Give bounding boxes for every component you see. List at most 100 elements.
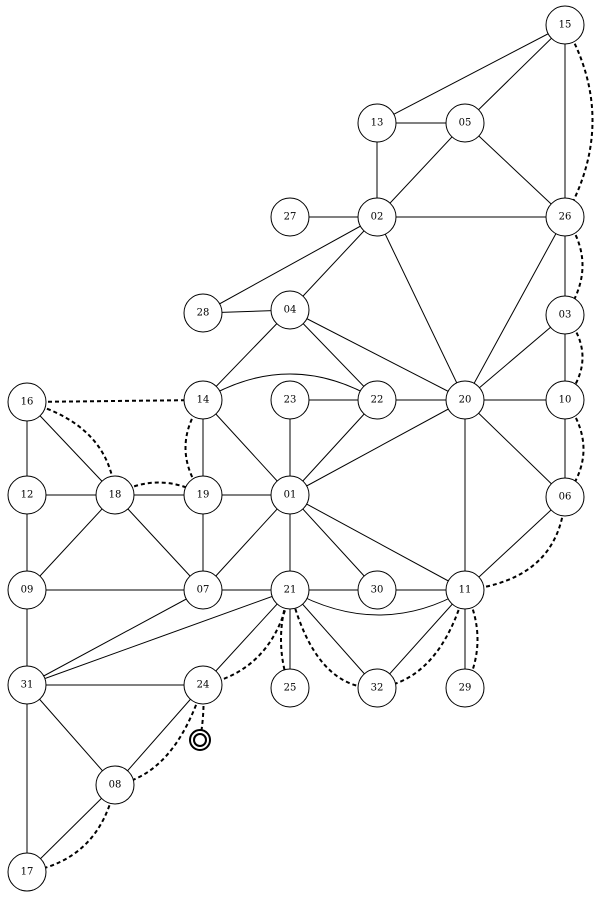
node-circle bbox=[357, 103, 397, 143]
node-29: 29 bbox=[445, 668, 485, 708]
dashed-path-layer bbox=[26, 24, 594, 873]
edge-02-28 bbox=[202, 216, 378, 314]
node-label: 32 bbox=[371, 683, 384, 694]
edge-01-11 bbox=[289, 494, 466, 591]
dashed-path-19-14 bbox=[184, 399, 204, 496]
edge-04-22 bbox=[289, 309, 378, 401]
node-circle bbox=[183, 570, 223, 610]
node-circle bbox=[357, 570, 397, 610]
node-28: 28 bbox=[183, 293, 223, 333]
node-circle bbox=[545, 477, 585, 517]
edge-21-31 bbox=[26, 589, 291, 686]
node-circle bbox=[7, 852, 47, 892]
edge-01-30 bbox=[289, 494, 378, 591]
start-marker-icon bbox=[189, 729, 211, 751]
node-25: 25 bbox=[270, 668, 310, 708]
node-circle bbox=[357, 380, 397, 420]
edge-21-32 bbox=[289, 589, 378, 689]
node-label: 15 bbox=[559, 20, 572, 31]
node-label: 28 bbox=[197, 308, 210, 319]
edge-20-01 bbox=[289, 399, 466, 496]
node-label: 23 bbox=[284, 395, 297, 406]
node-label: 04 bbox=[284, 305, 297, 316]
node-circle bbox=[183, 380, 223, 420]
node-10: 10 bbox=[545, 380, 585, 420]
node-circle bbox=[7, 570, 47, 610]
edge-02-20 bbox=[376, 216, 466, 401]
node-circle bbox=[95, 765, 135, 805]
edge-14-22 bbox=[202, 373, 378, 401]
edge-22-01 bbox=[289, 399, 378, 496]
edge-18-07 bbox=[114, 494, 204, 591]
node-label: 27 bbox=[284, 212, 297, 223]
dashed-path-21-25 bbox=[280, 589, 291, 689]
node-22: 22 bbox=[357, 380, 397, 420]
edge-08-17 bbox=[26, 784, 116, 873]
node-21: 21 bbox=[270, 570, 310, 610]
node-31: 31 bbox=[7, 665, 47, 705]
edge-31-08 bbox=[26, 684, 116, 786]
node-circle bbox=[445, 103, 485, 143]
node-label: 12 bbox=[21, 490, 34, 501]
node-label: 14 bbox=[197, 395, 210, 406]
node-circle bbox=[270, 668, 310, 708]
node-20: 20 bbox=[445, 380, 485, 420]
node-19: 19 bbox=[183, 475, 223, 515]
edge-11-32 bbox=[376, 589, 466, 689]
node-label: 09 bbox=[21, 585, 34, 596]
edge-05-26 bbox=[464, 122, 566, 218]
node-14: 14 bbox=[183, 380, 223, 420]
node-circle bbox=[545, 295, 585, 335]
node-label: 22 bbox=[371, 395, 384, 406]
edge-15-13 bbox=[376, 24, 566, 124]
node-01: 01 bbox=[270, 475, 310, 515]
node-label: 31 bbox=[21, 680, 34, 691]
node-18: 18 bbox=[95, 475, 135, 515]
node-06: 06 bbox=[545, 477, 585, 517]
node-label: 05 bbox=[459, 118, 472, 129]
node-30: 30 bbox=[357, 570, 397, 610]
edges-layer bbox=[26, 24, 566, 873]
node-circle bbox=[183, 665, 223, 705]
edge-05-02 bbox=[376, 122, 466, 218]
node-circle bbox=[357, 668, 397, 708]
node-circle bbox=[183, 475, 223, 515]
edge-03-20 bbox=[464, 314, 566, 401]
edge-06-11 bbox=[464, 496, 566, 591]
node-circle bbox=[545, 380, 585, 420]
node-02: 02 bbox=[357, 197, 397, 237]
node-17: 17 bbox=[7, 852, 47, 892]
node-label: 08 bbox=[109, 780, 122, 791]
node-circle bbox=[545, 197, 585, 237]
node-circle bbox=[270, 290, 310, 330]
dashed-path-15-26 bbox=[564, 24, 594, 218]
dashed-path-11-29 bbox=[464, 589, 479, 689]
node-label: 18 bbox=[109, 490, 122, 501]
node-label: 01 bbox=[284, 490, 297, 501]
dashed-path-11-32 bbox=[376, 589, 466, 689]
node-circle bbox=[7, 382, 47, 422]
dashed-path-32-21 bbox=[289, 589, 378, 690]
node-label: 24 bbox=[197, 680, 210, 691]
node-09: 09 bbox=[7, 570, 47, 610]
node-circle bbox=[445, 570, 485, 610]
node-08: 08 bbox=[95, 765, 135, 805]
node-label: 11 bbox=[459, 585, 472, 596]
node-label: 21 bbox=[284, 585, 297, 596]
edge-21-11 bbox=[289, 589, 466, 616]
node-23: 23 bbox=[270, 380, 310, 420]
node-label: 10 bbox=[559, 395, 572, 406]
node-03: 03 bbox=[545, 295, 585, 335]
node-07: 07 bbox=[183, 570, 223, 610]
node-label: 06 bbox=[559, 492, 572, 503]
node-label: 02 bbox=[371, 212, 384, 223]
node-circle bbox=[270, 570, 310, 610]
dashed-path-16-14 bbox=[26, 399, 204, 403]
edge-24-08 bbox=[114, 684, 204, 786]
node-label: 29 bbox=[459, 683, 472, 694]
node-circle bbox=[183, 293, 223, 333]
edge-07-31 bbox=[26, 589, 204, 686]
node-label: 25 bbox=[284, 683, 297, 694]
